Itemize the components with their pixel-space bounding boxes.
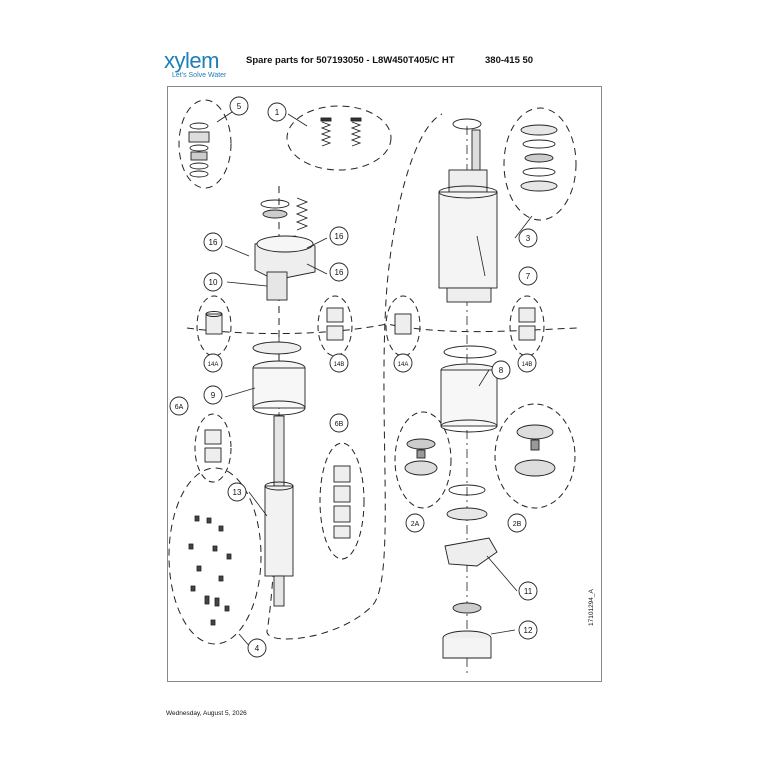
part-6a-sleeves [204, 429, 222, 463]
callout-label: 8 [499, 366, 504, 375]
callout-label: 2B [513, 521, 522, 528]
part-5-seal-stack [188, 122, 210, 178]
group-14a-outline-left [196, 295, 232, 357]
part-14a-bushing-right [394, 313, 412, 335]
callout-12 [518, 620, 538, 640]
group-1-outline [286, 105, 392, 171]
part-14b-bushings-left [326, 307, 344, 341]
callout-7 [518, 266, 538, 286]
callout-6a [169, 396, 189, 416]
callout-14a-left [203, 353, 223, 373]
callout-label: 13 [233, 488, 242, 497]
brand-logo: xylem [164, 48, 219, 73]
callout-14b-right [517, 353, 537, 373]
drawing-document-number: 17101294_A [588, 589, 595, 626]
callout-14b-left [329, 353, 349, 373]
callout-label: 7 [526, 272, 531, 281]
callout-16b [329, 226, 349, 246]
brand-tagline: Let's Solve Water [172, 72, 227, 79]
callout-5 [229, 96, 249, 116]
part-12-pump-foot [442, 602, 492, 659]
callout-13 [227, 482, 247, 502]
part-9-bearing-housing [252, 341, 306, 416]
part-10-upper-bearing-bracket [254, 235, 316, 301]
part-1-springs [320, 117, 362, 147]
callout-label: 3 [526, 234, 531, 243]
part-top-spring-assembly [260, 197, 309, 231]
callout-3 [518, 228, 538, 248]
print-date: Wednesday, August 5, 2026 [166, 710, 247, 717]
callout-label: 10 [209, 278, 218, 287]
callout-16c [329, 262, 349, 282]
drawing-frame [167, 86, 602, 682]
part-7-motor-stator [438, 118, 498, 303]
callout-8 [491, 360, 511, 380]
part-13-rotor-shaft [264, 415, 294, 607]
part-3-seal-group [520, 124, 558, 192]
part-2b-impeller [514, 424, 556, 477]
part-14b-bushings-right [518, 307, 536, 341]
group-3-outline [503, 107, 577, 221]
group-5-outline [178, 99, 232, 189]
callout-label: 16 [335, 232, 344, 241]
callout-label: 12 [524, 626, 533, 635]
group-14a-outline-right [385, 295, 421, 357]
part-11-diffuser [444, 484, 498, 567]
callout-label: 6B [335, 421, 344, 428]
callout-label: 14B [522, 362, 533, 368]
callout-label: 11 [524, 587, 533, 596]
exploded-parts-drawing: 5 1 3 16 16 16 10 7 14A 14B 14A 14B 9 8 … [168, 96, 578, 676]
callout-label: 9 [211, 391, 216, 400]
callout-1 [267, 102, 287, 122]
callout-label: 16 [335, 268, 344, 277]
document-code: 380-415 50 [485, 55, 534, 66]
part-2a-impeller [404, 438, 438, 476]
part-14a-bushing-left [205, 311, 223, 335]
callout-9 [203, 385, 223, 405]
callout-label: 14B [334, 362, 345, 368]
group-14b-outline-right [509, 295, 545, 357]
callout-14a-right [393, 353, 413, 373]
callout-label: 6A [175, 404, 184, 411]
callout-2a [405, 513, 425, 533]
callout-16a [203, 232, 223, 252]
page-title: Spare parts for 507193050 - L8W450T405/C… [246, 55, 455, 66]
callout-label: 14A [208, 362, 219, 368]
group-2a-outline [394, 411, 452, 509]
callout-6b [329, 413, 349, 433]
callout-label: 16 [209, 238, 218, 247]
callout-label: 5 [237, 102, 242, 111]
group-4-outline [168, 467, 262, 645]
callout-2b [507, 513, 527, 533]
group-6a-outline [194, 413, 232, 483]
callout-10 [203, 272, 223, 292]
callout-4 [247, 638, 267, 658]
group-14b-outline-left [317, 295, 353, 357]
group-6b-outline [319, 442, 365, 560]
callout-label: 4 [255, 644, 260, 653]
part-4-fasteners [188, 515, 232, 626]
part-6b-sleeves [333, 465, 351, 539]
group-2b-outline [494, 403, 576, 509]
callout-label: 2A [411, 521, 420, 528]
callout-label: 14A [398, 362, 409, 368]
part-8-pump-housing [440, 345, 498, 433]
callout-label: 1 [275, 108, 280, 117]
callout-11 [518, 581, 538, 601]
